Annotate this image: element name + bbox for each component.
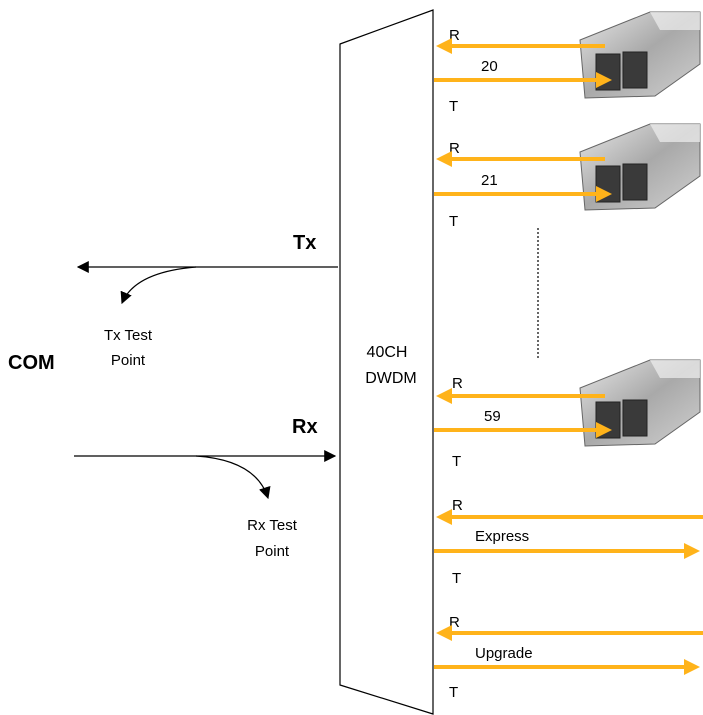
port-21: R 21 T: [434, 123, 701, 230]
port-59: R 59 T: [434, 359, 701, 470]
tx-signal-arrowhead: [596, 422, 612, 438]
port-r-label: R: [452, 497, 463, 514]
tx-test-point-line2: Point: [111, 352, 146, 369]
rx-test-point-line1: Rx Test: [247, 517, 298, 534]
rx-signal-arrowhead: [436, 625, 452, 641]
port-t-label: T: [449, 684, 458, 701]
rx-signal-arrowhead: [436, 151, 452, 167]
tx-signal-arrowhead: [684, 543, 700, 559]
channel-label: 59: [484, 408, 501, 425]
tx-signal-arrowhead: [684, 659, 700, 675]
port-20: R 20 T: [434, 11, 701, 115]
port-r-label: R: [449, 27, 460, 44]
sfp-transceiver-icon: [579, 11, 701, 99]
tx-label: Tx: [293, 232, 316, 254]
port-t-label: T: [452, 453, 461, 470]
mux-label-line1: 40CH: [367, 344, 408, 361]
port-t-label: T: [449, 213, 458, 230]
port-r-label: R: [449, 614, 460, 631]
tx-test-point-line1: Tx Test: [104, 327, 153, 344]
port-express: R Express T: [434, 497, 703, 587]
channel-label: Upgrade: [475, 645, 533, 662]
mux-label-line2: DWDM: [365, 370, 417, 387]
tx-signal-arrowhead: [596, 72, 612, 88]
tx-signal-arrowhead: [596, 186, 612, 202]
tx-test-tap-arrow: [120, 266, 197, 305]
rx-label: Rx: [292, 416, 318, 438]
rx-signal-arrowhead: [436, 509, 452, 525]
channel-label: 21: [481, 172, 498, 189]
port-upgrade: R Upgrade T: [434, 614, 703, 701]
rx-signal-arrowhead: [436, 388, 452, 404]
rx-test-tap-arrow: [195, 455, 271, 500]
mux-body: [339, 9, 434, 715]
sfp-transceiver-icon: [579, 359, 701, 447]
com-label: COM: [8, 352, 55, 374]
channel-label: 20: [481, 58, 498, 75]
port-t-label: T: [452, 570, 461, 587]
port-r-label: R: [449, 140, 460, 157]
channel-label: Express: [475, 528, 529, 545]
port-r-label: R: [452, 375, 463, 392]
port-t-label: T: [449, 98, 458, 115]
rx-test-point-line2: Point: [255, 543, 290, 560]
rx-signal-arrowhead: [436, 38, 452, 54]
